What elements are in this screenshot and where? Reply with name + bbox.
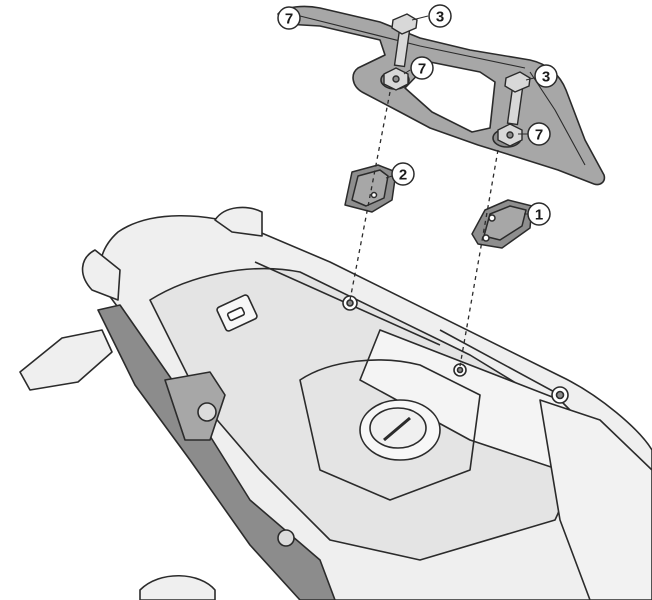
callout-label: 3 <box>436 9 444 26</box>
cavity-recess <box>299 359 481 501</box>
motorcycle-rear <box>19 206 652 600</box>
bolt-right-head <box>504 71 531 93</box>
align-line-right <box>459 149 499 367</box>
rack-plate <box>277 5 606 186</box>
right-side-cover <box>539 399 652 600</box>
callout-bolt-right: 3 <box>525 64 558 88</box>
left-peg <box>19 329 113 391</box>
callout-label: 7 <box>285 11 293 28</box>
mount-hole-left-inner <box>346 299 354 307</box>
alignment-lines <box>349 91 499 367</box>
bracket-1-hole-a <box>488 214 496 222</box>
nut-left-hole <box>392 75 400 83</box>
nuts <box>383 67 523 147</box>
upper-fin <box>214 206 263 237</box>
nut-right-hole <box>506 131 514 139</box>
callout-label: 1 <box>535 207 543 224</box>
callout-nut-top-left: 7 <box>277 6 301 30</box>
rack-window <box>404 61 496 133</box>
callout-label: 7 <box>418 61 426 78</box>
callout-label: 3 <box>542 69 550 86</box>
bracket-1-hole-b <box>482 234 490 242</box>
left-grab-handle <box>81 249 121 301</box>
side-panel-bolt-bottom <box>277 529 295 547</box>
seat-latch-slot <box>226 306 246 322</box>
callouts: 7 3 7 3 7 2 1 <box>277 4 558 226</box>
bolts <box>391 13 531 126</box>
callout-nut-left: 7 <box>403 56 434 80</box>
callout-bracket-2: 2 <box>385 162 415 186</box>
bracket-2 <box>344 164 397 213</box>
callout-nut-right: 7 <box>518 122 551 146</box>
bolt-left-head <box>391 13 418 35</box>
callout-label: 7 <box>535 127 543 144</box>
rack-ridge-top <box>299 15 526 69</box>
side-panel-inner <box>164 371 226 441</box>
rear-bolt-inner <box>555 390 565 400</box>
mount-hole-right-inner <box>456 366 464 374</box>
side-panel-bolt-top <box>197 402 217 422</box>
bracket-2-hole <box>370 191 378 199</box>
tank-lid-slot <box>383 416 411 442</box>
bracket-1 <box>471 199 533 249</box>
side-panel <box>97 304 336 600</box>
bottom-fin <box>139 574 216 600</box>
bracket-2-face <box>351 169 389 207</box>
right-rail <box>439 329 561 396</box>
align-line-left <box>349 91 391 301</box>
callout-bracket-1: 1 <box>524 202 551 226</box>
callout-label: 2 <box>399 167 407 184</box>
callout-bolt-left: 3 <box>411 4 452 28</box>
